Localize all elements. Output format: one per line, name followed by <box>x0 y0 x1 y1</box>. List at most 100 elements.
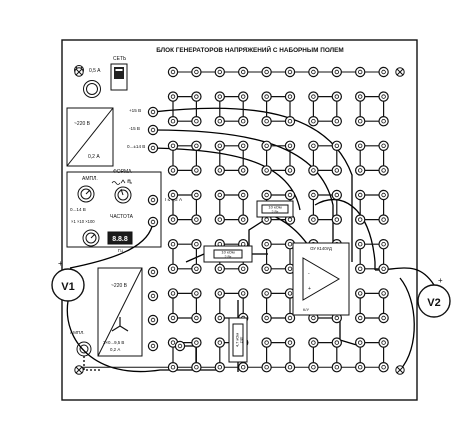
socket[interactable] <box>261 91 272 102</box>
socket[interactable] <box>378 263 389 274</box>
socket[interactable] <box>191 238 202 250</box>
socket[interactable] <box>214 115 225 127</box>
socket[interactable] <box>284 165 296 176</box>
socket[interactable] <box>191 263 202 274</box>
socket[interactable] <box>167 189 179 201</box>
socket[interactable] <box>167 214 179 225</box>
socket[interactable] <box>214 263 225 274</box>
socket[interactable] <box>167 238 179 250</box>
socket[interactable] <box>284 66 296 78</box>
socket[interactable] <box>308 115 319 127</box>
socket[interactable] <box>167 115 179 127</box>
socket[interactable] <box>261 165 272 176</box>
socket[interactable] <box>331 165 342 176</box>
socket[interactable] <box>261 337 272 348</box>
socket[interactable] <box>355 362 366 373</box>
socket[interactable] <box>355 165 366 176</box>
socket[interactable] <box>261 140 272 151</box>
socket[interactable] <box>331 214 342 225</box>
socket[interactable] <box>331 362 342 373</box>
socket[interactable] <box>378 115 389 127</box>
output-socket[interactable] <box>147 290 159 302</box>
socket[interactable] <box>191 189 202 201</box>
socket[interactable] <box>167 91 179 102</box>
socket[interactable] <box>191 337 202 348</box>
socket[interactable] <box>355 263 366 274</box>
socket[interactable] <box>191 214 202 225</box>
socket[interactable] <box>284 337 296 348</box>
socket[interactable] <box>378 189 389 201</box>
socket[interactable] <box>378 140 389 151</box>
socket[interactable] <box>308 66 319 78</box>
socket[interactable] <box>214 165 225 176</box>
socket[interactable] <box>191 362 202 373</box>
socket[interactable] <box>261 189 272 201</box>
socket[interactable] <box>355 337 366 348</box>
socket[interactable] <box>191 165 202 176</box>
voltmeter-v2[interactable]: V2 + <box>417 276 451 318</box>
socket[interactable] <box>214 214 225 225</box>
resistor-r1[interactable]: 10 кОм 2 Вт <box>256 200 294 218</box>
socket[interactable] <box>237 288 249 299</box>
socket[interactable] <box>355 312 366 324</box>
waveform-selector-knob[interactable] <box>114 186 132 204</box>
socket[interactable] <box>214 140 225 151</box>
socket[interactable] <box>331 66 342 78</box>
socket[interactable] <box>214 66 225 78</box>
socket[interactable] <box>355 91 366 102</box>
frequency-knob[interactable] <box>82 229 100 247</box>
socket[interactable] <box>308 312 319 324</box>
socket[interactable] <box>214 362 225 373</box>
output-socket[interactable] <box>147 340 159 352</box>
socket[interactable] <box>284 91 296 102</box>
socket[interactable] <box>214 91 225 102</box>
socket[interactable] <box>261 263 272 274</box>
socket[interactable] <box>167 263 179 274</box>
socket[interactable] <box>237 362 249 373</box>
socket[interactable] <box>191 288 202 299</box>
opamp-module[interactable]: ОУ К140УД К/У - + <box>292 242 350 316</box>
socket[interactable] <box>261 288 272 299</box>
socket[interactable] <box>167 165 179 176</box>
socket[interactable] <box>331 91 342 102</box>
socket[interactable] <box>355 66 366 78</box>
socket[interactable] <box>284 189 296 201</box>
socket[interactable] <box>284 115 296 127</box>
socket[interactable] <box>378 238 389 250</box>
socket[interactable] <box>214 337 225 348</box>
socket[interactable] <box>284 362 296 373</box>
socket[interactable] <box>237 91 249 102</box>
socket[interactable] <box>355 115 366 127</box>
socket[interactable] <box>355 288 366 299</box>
output-socket[interactable] <box>174 340 186 352</box>
socket[interactable] <box>284 312 296 324</box>
socket[interactable] <box>214 288 225 299</box>
power-button[interactable] <box>83 80 101 98</box>
socket[interactable] <box>237 189 249 201</box>
socket[interactable] <box>308 214 319 225</box>
socket[interactable] <box>261 66 272 78</box>
output-socket[interactable] <box>147 194 159 206</box>
socket[interactable] <box>237 140 249 151</box>
socket[interactable] <box>378 165 389 176</box>
socket[interactable] <box>308 140 319 151</box>
socket[interactable] <box>378 362 389 373</box>
output-socket[interactable] <box>147 314 159 326</box>
socket[interactable] <box>355 238 366 250</box>
socket[interactable] <box>167 140 179 151</box>
resistor-r2[interactable]: 10 кОм 2 Вт <box>203 245 253 263</box>
socket[interactable] <box>355 214 366 225</box>
socket[interactable] <box>237 214 249 225</box>
socket[interactable] <box>191 91 202 102</box>
socket[interactable] <box>261 115 272 127</box>
power-switch[interactable] <box>110 63 128 91</box>
socket[interactable] <box>237 165 249 176</box>
amplitude-knob[interactable] <box>77 185 95 203</box>
socket[interactable] <box>191 312 202 324</box>
socket[interactable] <box>284 263 296 274</box>
socket[interactable] <box>261 238 272 250</box>
socket[interactable] <box>331 140 342 151</box>
socket[interactable] <box>355 140 366 151</box>
output-socket[interactable] <box>147 124 159 136</box>
socket[interactable] <box>308 189 319 201</box>
